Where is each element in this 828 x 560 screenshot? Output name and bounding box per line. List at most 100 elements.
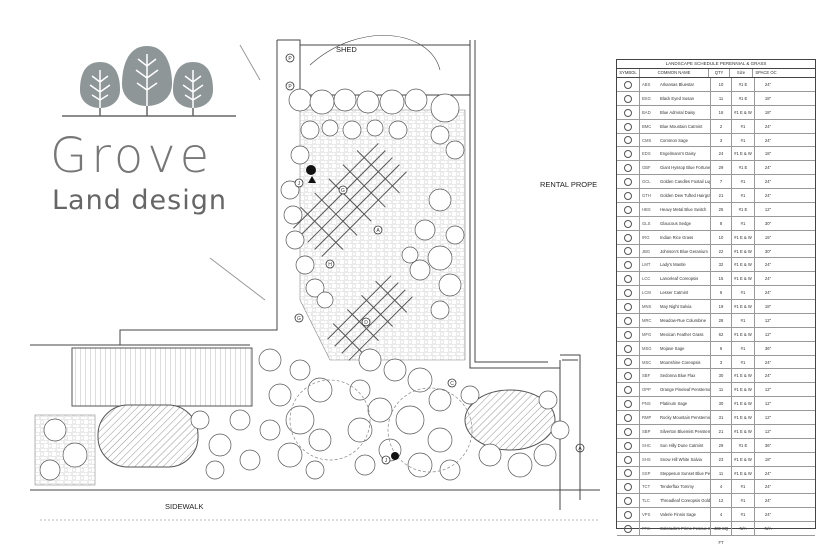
plant-size: #1 — [732, 494, 755, 508]
sidewalk-label: SIDEWALK — [165, 502, 204, 511]
plant-code-label: BAD — [642, 109, 651, 115]
plant-code-label: JBG — [642, 248, 651, 254]
plant-code-label: BMC — [642, 123, 652, 129]
plant-name-text: Meadow-Rue Columbine — [660, 317, 707, 323]
plant-size: #1 E & W — [732, 369, 755, 383]
plant-qty: 15 — [711, 272, 732, 286]
svg-text:J: J — [298, 181, 301, 187]
plant-qty: 29 — [711, 161, 732, 175]
svg-text:C: C — [450, 381, 454, 387]
plant-symbol-icon — [617, 286, 640, 299]
plant-qty: 11 — [711, 466, 732, 480]
plant-name-text: Lesser Catmint — [660, 290, 689, 296]
svg-text:G: G — [297, 316, 301, 322]
plant-code-label: IRG — [642, 234, 650, 240]
plant-spacing: 36" — [764, 442, 772, 448]
plant-size: #1 E & W — [732, 230, 755, 244]
plant-code-label: TLC — [642, 498, 650, 504]
plant-spacing: 24" — [764, 290, 772, 296]
plant-name-text: Mexican Feather Grass — [660, 331, 704, 337]
plant-symbol-circle-icon — [624, 330, 632, 339]
svg-text:H: H — [328, 262, 332, 268]
property-lines — [30, 39, 600, 521]
plant-symbol-icon — [617, 452, 640, 466]
plant-symbol-circle-icon — [624, 469, 632, 478]
plant-code-label: LMT — [642, 262, 651, 268]
plant-symbol-circle-icon — [624, 80, 632, 89]
plant-symbol-circle-icon — [624, 386, 632, 395]
plant-size: #1 — [732, 133, 755, 147]
plant-symbol-icon — [617, 119, 640, 133]
plant-spacing: 12" — [764, 401, 772, 407]
plant-qty: 30 — [711, 397, 732, 410]
plant-qty: 2 — [711, 119, 732, 133]
plant-spacing: 24" — [764, 165, 772, 171]
plant-qty: 12 — [711, 494, 732, 508]
header-spacing: SPACE OC — [755, 70, 777, 75]
plant-qty: 30 — [711, 369, 732, 383]
plant-name-text: Colorado's Prime Fescue Sod — [660, 526, 711, 531]
plant-spacing: 18" — [764, 304, 772, 309]
plant-code-label: MSG — [642, 345, 652, 351]
plant-name-text: May Night Salvia — [660, 304, 692, 309]
plant-qty: 6 — [711, 286, 732, 299]
plant-symbol-circle-icon — [624, 441, 632, 450]
plant-name-text: Indian Rice Grass — [660, 234, 694, 240]
plant-symbol-circle-icon — [624, 400, 632, 409]
plant-qty: 24 — [711, 147, 732, 161]
plant-qty: 31 — [711, 411, 732, 424]
plant-code-label: VPS — [642, 512, 651, 518]
plant-symbol-circle-icon — [624, 497, 632, 506]
plant-size: #1 E & W — [732, 147, 755, 161]
plant-symbol-icon — [617, 300, 640, 313]
plant-symbol-circle-icon — [624, 122, 632, 131]
plant-name-text: Moonshine Coreopsis — [660, 359, 701, 365]
plant-name-text: Giant Hyssop Blue Fortune — [660, 165, 711, 171]
plant-name-text: Snow Hill White Salvia — [660, 456, 702, 462]
plant-code-label: ABS — [642, 82, 651, 87]
plant-spacing: 24" — [764, 512, 772, 518]
plant-symbol-circle-icon — [624, 524, 632, 533]
plant-code-label: CMS — [642, 137, 652, 143]
plant-spacing: 24" — [764, 484, 772, 490]
plant-symbol-icon — [617, 508, 640, 521]
plant-symbol-icon — [617, 355, 640, 369]
plant-spacing: 12" — [764, 331, 772, 337]
plant-symbol-icon — [617, 175, 640, 188]
plantings — [39, 88, 570, 481]
svg-text:J: J — [385, 458, 388, 464]
plant-symbol-circle-icon — [624, 316, 632, 325]
plant-spacing: 24" — [764, 179, 772, 185]
pergola-upper — [293, 143, 407, 257]
plant-symbol-icon — [617, 341, 640, 355]
plant-code-label: GTH — [642, 193, 651, 198]
plant-name-text: Valerie Finnis Sage — [660, 512, 697, 518]
plant-symbol-circle-icon — [624, 178, 632, 187]
plant-name-text: Black Eyed Susan — [660, 95, 694, 101]
plant-symbol-circle-icon — [624, 358, 632, 367]
plant-symbol-circle-icon — [624, 136, 632, 145]
plant-code-label: EDS — [642, 151, 651, 157]
plant-name-text: Rocky Mountain Penstemon — [660, 415, 711, 420]
plant-name-text: Common Sage — [660, 137, 688, 143]
plant-size: #1 — [732, 175, 755, 188]
svg-text:P: P — [288, 56, 292, 62]
plant-symbol-icon — [617, 230, 640, 244]
plant-qty: 28 — [711, 313, 732, 327]
landscape-schedule-table: LANDSCAPE SCHEDULE PERENNIAL & GRASS SYM… — [616, 59, 816, 545]
plant-symbol-icon — [617, 78, 640, 91]
